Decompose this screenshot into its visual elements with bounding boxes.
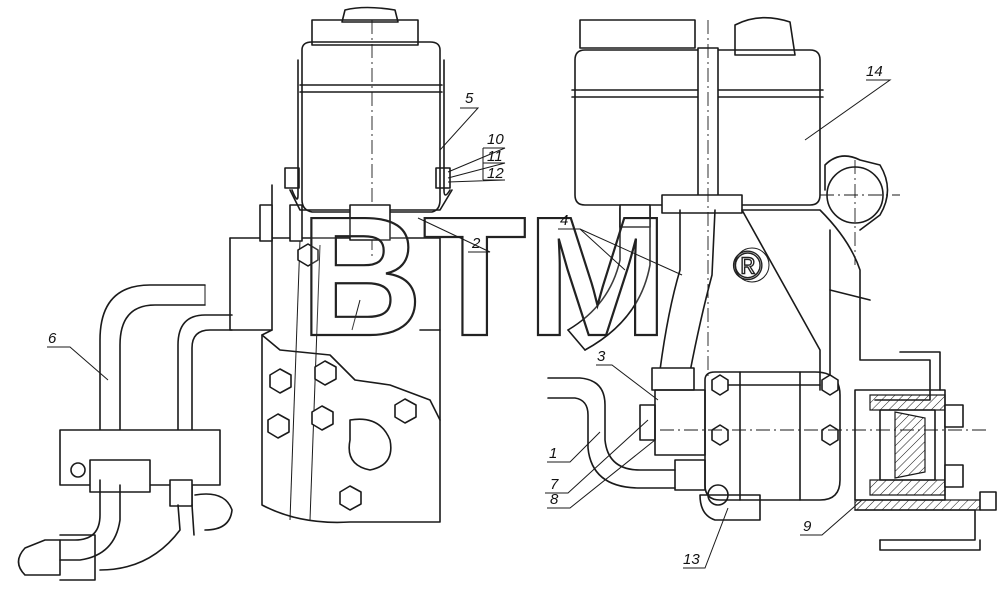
callout-8: 8	[550, 491, 559, 508]
leader-lines	[47, 79, 892, 569]
callout-10: 10	[487, 131, 504, 148]
callout-2: 2	[471, 235, 481, 252]
registered-mark: ®	[733, 244, 762, 288]
reservoir-left	[289, 6, 453, 260]
callout-1: 1	[549, 445, 557, 462]
callout-3: 3	[597, 348, 606, 365]
pipe-1	[547, 377, 676, 489]
callout-7: 7	[550, 476, 559, 493]
frame-bracket	[229, 184, 441, 524]
watermark: BTM ®	[299, 181, 770, 373]
watermark-text: BTM	[300, 182, 668, 372]
pump-13	[639, 371, 990, 521]
callouts: 5 10 11 12 2 6 4 3 1 7 8 13 9 14	[48, 63, 883, 568]
pipe-6	[17, 284, 233, 581]
callout-14: 14	[866, 63, 883, 80]
callout-9: 9	[803, 518, 812, 535]
left-view	[17, 6, 453, 581]
pulley-9	[854, 351, 997, 551]
callout-6: 6	[48, 330, 57, 347]
bracket-bolts	[267, 243, 417, 511]
hoses-4	[567, 204, 716, 391]
bracket-right	[741, 155, 931, 401]
mount-bolts	[259, 167, 451, 242]
callout-11: 11	[487, 148, 503, 165]
callout-13: 13	[683, 551, 700, 568]
right-view	[547, 16, 997, 551]
callout-5: 5	[465, 90, 474, 107]
callout-12: 12	[487, 165, 504, 182]
callout-4: 4	[560, 212, 568, 229]
